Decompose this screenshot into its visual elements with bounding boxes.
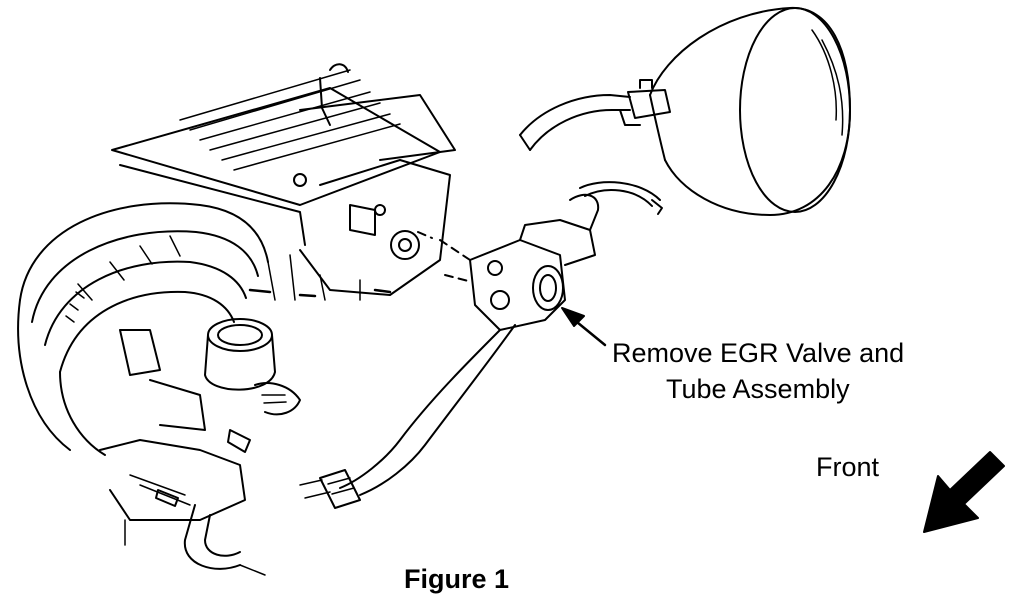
front-direction-label: Front bbox=[816, 452, 880, 482]
vacuum-hose bbox=[519, 79, 671, 151]
callout-text-line-1: Remove EGR Valve and bbox=[612, 338, 905, 368]
engine-block bbox=[111, 63, 456, 301]
figure-caption: Figure 1 bbox=[404, 564, 510, 594]
brake-booster bbox=[649, 6, 851, 216]
throttle-body bbox=[99, 318, 301, 576]
front-arrow-icon bbox=[923, 451, 1005, 533]
callout-text-line-2: Tube Assembly bbox=[666, 374, 850, 404]
intake-hose bbox=[17, 202, 269, 456]
callout-arrow-icon bbox=[561, 307, 607, 347]
egr-valve bbox=[417, 181, 663, 331]
egr-tube bbox=[299, 324, 516, 509]
